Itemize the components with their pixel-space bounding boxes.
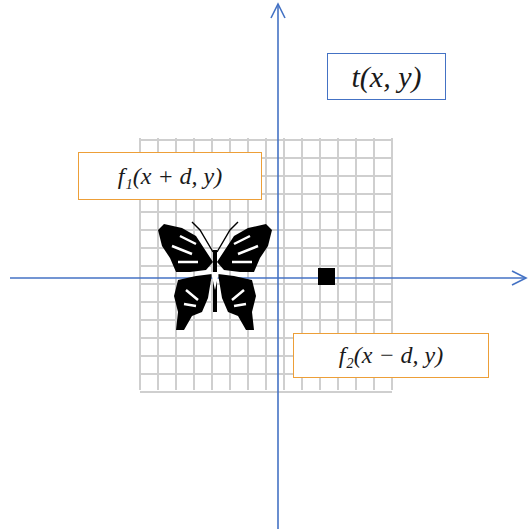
math-expression: f₂(x − d, y): [339, 342, 444, 369]
function-label-box: f₂(x − d, y): [293, 333, 489, 378]
function-label-box: t(x, y): [327, 53, 446, 100]
math-expression: t(x, y): [352, 60, 422, 94]
x-axis-arrow: [512, 271, 526, 285]
axes: [10, 4, 526, 529]
function-label-box: f₁(x + d, y): [78, 152, 262, 200]
grid-line: [140, 391, 392, 393]
y-axis-arrow: [271, 4, 285, 18]
butterfly-image: [158, 222, 272, 330]
pixel-square: [318, 268, 335, 285]
grid-line: [140, 139, 392, 141]
math-expression: f₁(x + d, y): [118, 163, 223, 190]
butterfly-wing: [158, 222, 213, 330]
y-axis: [277, 4, 279, 529]
grid-line: [140, 211, 392, 213]
x-axis: [10, 277, 526, 279]
